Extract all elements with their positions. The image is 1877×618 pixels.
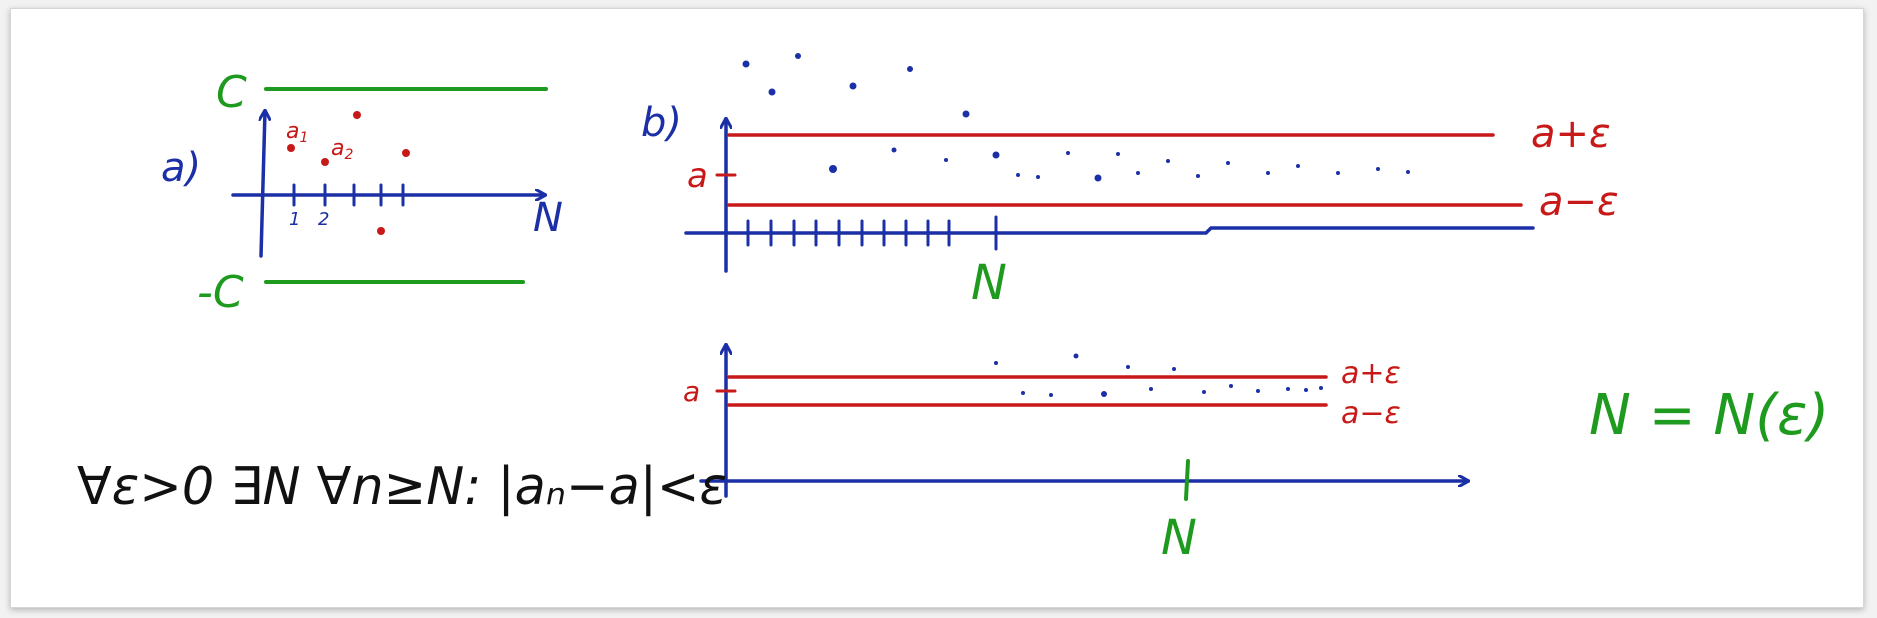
panel-a-label: a) — [161, 145, 201, 191]
panel-b: b) a a+ε a−ε N — [641, 53, 1619, 311]
sequence-point — [1172, 367, 1176, 371]
lower-epsilon-label: a−ε — [1539, 179, 1619, 225]
sequence-point — [1196, 174, 1200, 178]
upper-epsilon-label: a+ε — [1531, 111, 1611, 157]
sequence-point — [891, 147, 897, 153]
sequence-point — [1073, 353, 1079, 359]
sequence-point — [402, 149, 410, 157]
sequence-point — [1101, 391, 1107, 397]
n-label: N — [1161, 510, 1197, 566]
sequence-point — [1296, 164, 1300, 168]
sequence-point — [1016, 173, 1020, 177]
sequence-point — [1166, 159, 1170, 163]
panel-a-points — [287, 111, 410, 235]
lower-bound-label: -C — [197, 267, 244, 318]
tick-label-2: 2 — [318, 209, 329, 230]
sequence-point — [1319, 386, 1323, 390]
sequence-point — [1021, 391, 1025, 395]
sequence-point — [1304, 388, 1308, 392]
sequence-point — [907, 66, 913, 72]
convergence-formula: ∀ε>0 ∃N ∀n≥N: |aₙ−a|<ε — [77, 457, 727, 517]
sketch-canvas: a) C -C 1 2 N a1 a2 b) — [77, 53, 1829, 566]
n-label: N — [971, 255, 1007, 311]
sequence-point — [1336, 171, 1340, 175]
sequence-point — [944, 158, 948, 162]
sequence-point — [994, 361, 998, 365]
term-a2: a2 — [331, 136, 353, 163]
sequence-point — [377, 227, 385, 235]
sequence-point — [287, 144, 295, 152]
sequence-point — [1266, 171, 1270, 175]
panel-c: a a+ε a−ε N — [683, 345, 1468, 566]
sequence-point — [1286, 387, 1290, 391]
limit-label: a — [683, 375, 700, 408]
sequence-point — [321, 158, 329, 166]
sequence-point — [1066, 151, 1070, 155]
sequence-point — [1229, 384, 1233, 388]
sequence-point — [1406, 170, 1410, 174]
panel-b-points — [742, 53, 1410, 182]
sequence-point — [992, 151, 1000, 159]
panel-b-x-axis — [684, 226, 1535, 235]
sequence-point — [768, 88, 776, 96]
panel-a-y-axis — [261, 111, 265, 258]
sequence-point — [1036, 175, 1040, 179]
whiteboard: a) C -C 1 2 N a1 a2 b) — [10, 8, 1864, 608]
tick-label-1: 1 — [289, 209, 300, 230]
limit-label: a — [687, 156, 708, 196]
sequence-point — [795, 53, 801, 59]
sequence-point — [829, 165, 837, 173]
sequence-point — [1116, 152, 1120, 156]
sequence-point — [1049, 393, 1053, 397]
n-depends-on-epsilon: N = N(ε) — [1589, 383, 1829, 448]
sequence-point — [1136, 171, 1140, 175]
sequence-point — [849, 82, 857, 90]
panel-c-points — [994, 353, 1323, 397]
sequence-point — [1226, 161, 1230, 165]
upper-epsilon-label: a+ε — [1341, 356, 1401, 391]
tick-mark-n — [1184, 459, 1190, 501]
axis-label-n: N — [533, 195, 563, 241]
sequence-point — [1094, 174, 1102, 182]
lower-epsilon-label: a−ε — [1341, 396, 1401, 431]
sequence-point — [1149, 387, 1153, 391]
panel-b-ticks — [746, 215, 998, 251]
panel-b-label: b) — [641, 100, 682, 146]
term-a1: a1 — [286, 119, 308, 146]
sequence-point — [1256, 389, 1260, 393]
sequence-point — [1376, 167, 1380, 171]
upper-bound-label: C — [216, 67, 247, 118]
sequence-point — [1202, 390, 1206, 394]
sequence-point — [742, 60, 750, 68]
sequence-point — [1126, 365, 1130, 369]
panel-a: a) C -C 1 2 N a1 a2 — [161, 67, 563, 318]
sequence-point — [962, 110, 970, 118]
panel-a-ticks — [292, 183, 405, 207]
sequence-point — [353, 111, 361, 119]
